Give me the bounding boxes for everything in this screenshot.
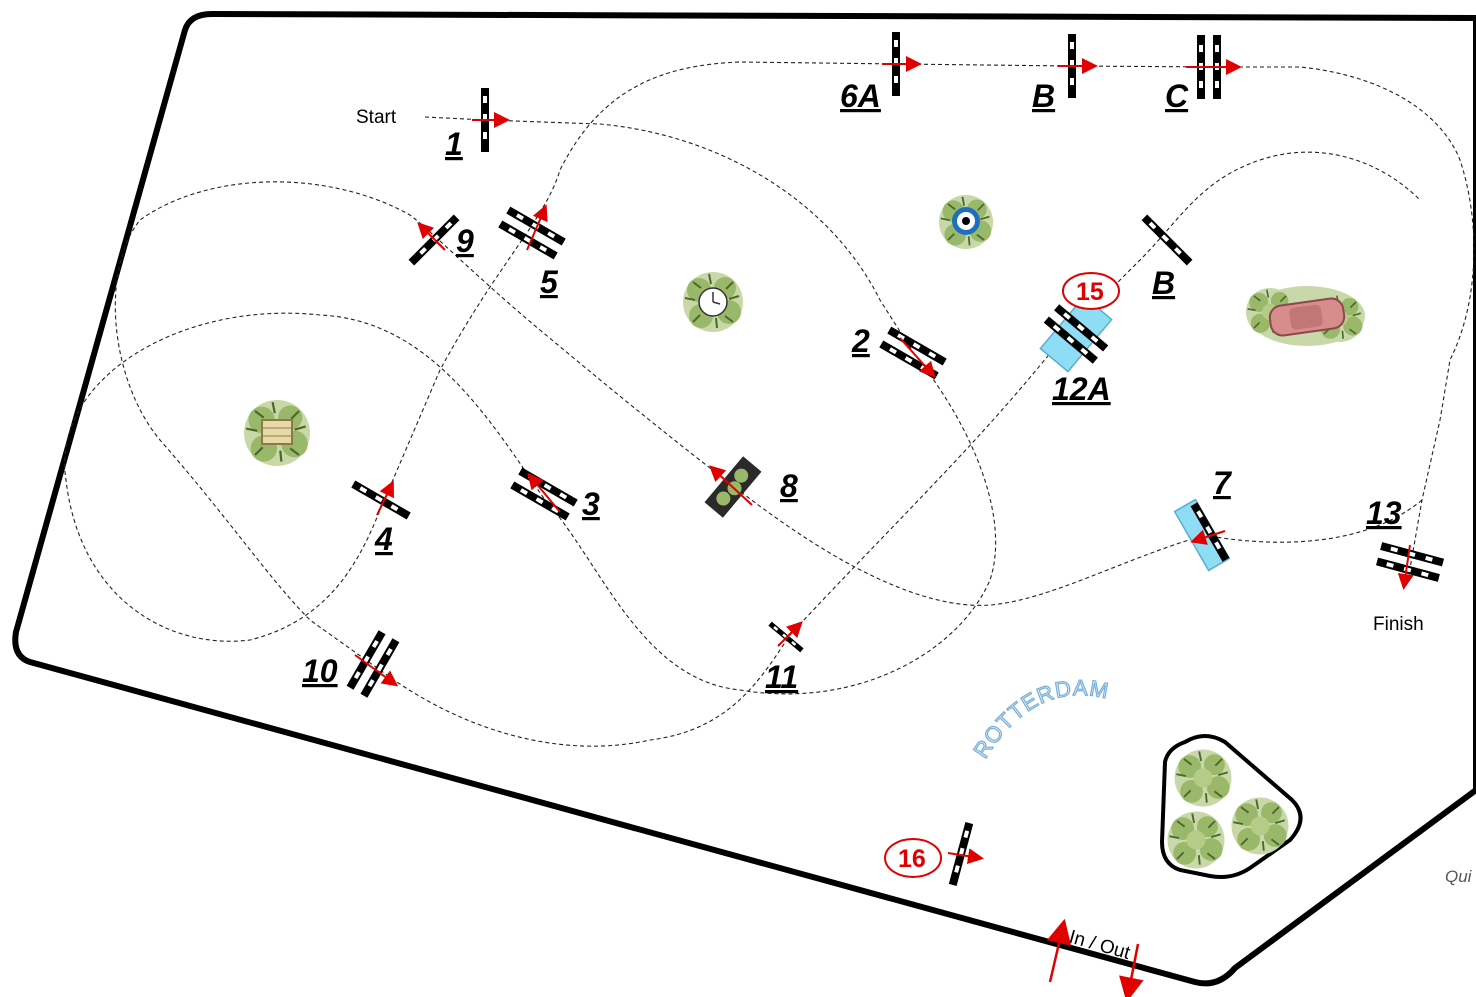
svg-text:15: 15 <box>1076 278 1104 306</box>
svg-text:8: 8 <box>780 468 798 504</box>
svg-text:B: B <box>1032 78 1055 114</box>
bush-island <box>1159 734 1303 879</box>
car-bush-decoration <box>1245 286 1365 346</box>
start-label: Start <box>356 107 397 128</box>
in-out-gate: In / Out <box>1046 918 1144 997</box>
obstacle-b-top: B <box>1032 34 1098 114</box>
obstacle-3: 3 <box>510 467 600 522</box>
rotterdam-logo: ROTTERDAM <box>968 675 1111 763</box>
svg-text:10: 10 <box>302 653 338 689</box>
obstacle-8: 8 <box>704 456 798 518</box>
svg-text:5: 5 <box>540 264 559 300</box>
svg-text:1: 1 <box>445 126 463 162</box>
svg-text:2: 2 <box>851 323 870 359</box>
svg-text:4: 4 <box>374 521 393 557</box>
finish-label: Finish <box>1373 614 1424 635</box>
obstacle-7: 7 <box>1173 465 1233 572</box>
course-route <box>64 61 1475 747</box>
obstacle-12a: 12A <box>1039 295 1113 407</box>
svg-text:16: 16 <box>898 845 926 873</box>
clock-bush-decoration <box>682 271 744 333</box>
circled-number-15: 15 <box>1062 272 1120 310</box>
svg-text:3: 3 <box>582 486 600 522</box>
obstacle-6a: 6A <box>840 32 922 114</box>
obstacle-11: 11 <box>765 621 804 695</box>
svg-text:9: 9 <box>456 223 474 259</box>
obstacle-5: 5 <box>498 204 566 300</box>
svg-text:7: 7 <box>1213 465 1233 501</box>
corner-text: Qui <box>1445 867 1473 886</box>
hay-bush-decoration <box>242 398 312 468</box>
svg-text:ROTTERDAM: ROTTERDAM <box>968 675 1111 762</box>
obstacle-b-right: B <box>1141 214 1193 301</box>
svg-text:12A: 12A <box>1052 371 1111 407</box>
svg-text:C: C <box>1165 78 1189 114</box>
obstacle-9: 9 <box>408 214 474 266</box>
obstacle-2: 2 <box>851 323 947 380</box>
target-bush-decoration <box>938 194 994 250</box>
obstacle-4: 4 <box>351 480 411 557</box>
obstacle-1: 1 <box>445 88 510 162</box>
circled-number-16: 16 <box>884 838 942 878</box>
obstacle-16 <box>947 822 984 886</box>
obstacle-10: 10 <box>302 630 400 698</box>
svg-text:6A: 6A <box>840 78 881 114</box>
svg-text:13: 13 <box>1366 495 1402 531</box>
arena-border <box>12 11 1476 987</box>
obstacle-13: 13 <box>1366 495 1445 590</box>
obstacle-c: C <box>1165 35 1242 114</box>
svg-text:11: 11 <box>765 659 798 695</box>
svg-text:B: B <box>1152 265 1175 301</box>
